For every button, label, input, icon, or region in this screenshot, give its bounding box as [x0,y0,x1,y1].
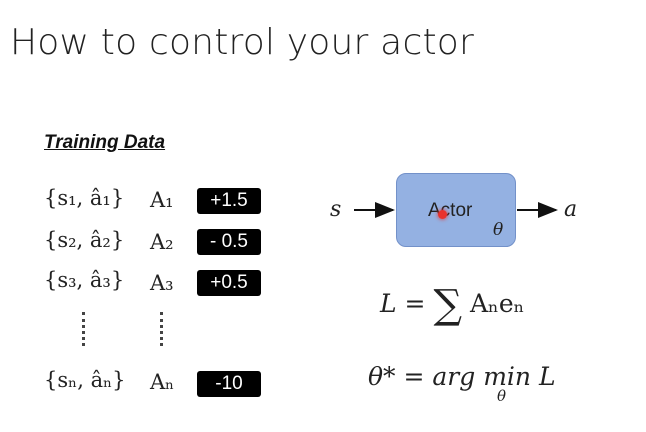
objective-subscript: θ [497,387,507,405]
advantage-value-badge-n: -10 [197,371,261,397]
state-action-pair-n: {sₙ, âₙ} [44,368,126,392]
row-ellipsis-pairs [82,312,85,346]
state-action-pair-1: {s₁, â₁} [44,186,125,210]
slide-title: How to control your actor [10,22,474,63]
state-action-pair-2: {s₂, â₂} [44,228,125,252]
training-data-heading: Training Data [44,132,166,153]
actor-label: Actor [428,200,473,221]
row-ellipsis-advantages [160,312,163,346]
summation-symbol: ∑ [433,282,463,328]
advantage-value-badge-3: +0.5 [197,270,261,296]
advantage-label-1: A₁ [150,188,174,212]
advantage-value-badge-1: +1.5 [197,188,261,214]
state-action-pair-3: {s₃, â₃} [44,268,125,292]
state-input-label: s [330,197,342,222]
loss-formula-lhs: L = [380,289,426,318]
advantage-label-n: Aₙ [150,370,175,394]
loss-formula: L = ∑ Aₙeₙ [380,282,524,328]
loss-formula-rhs: Aₙeₙ [469,289,525,318]
pointer-dot [438,210,447,219]
advantage-value-badge-2: - 0.5 [197,229,261,255]
advantage-label-2: A₂ [150,230,174,254]
objective-formula: θ* = arg min L [368,362,556,391]
actor-box [396,173,516,247]
actor-parameter-label: θ [493,220,504,240]
advantage-label-3: A₃ [150,271,174,295]
action-output-label: a [564,197,578,222]
